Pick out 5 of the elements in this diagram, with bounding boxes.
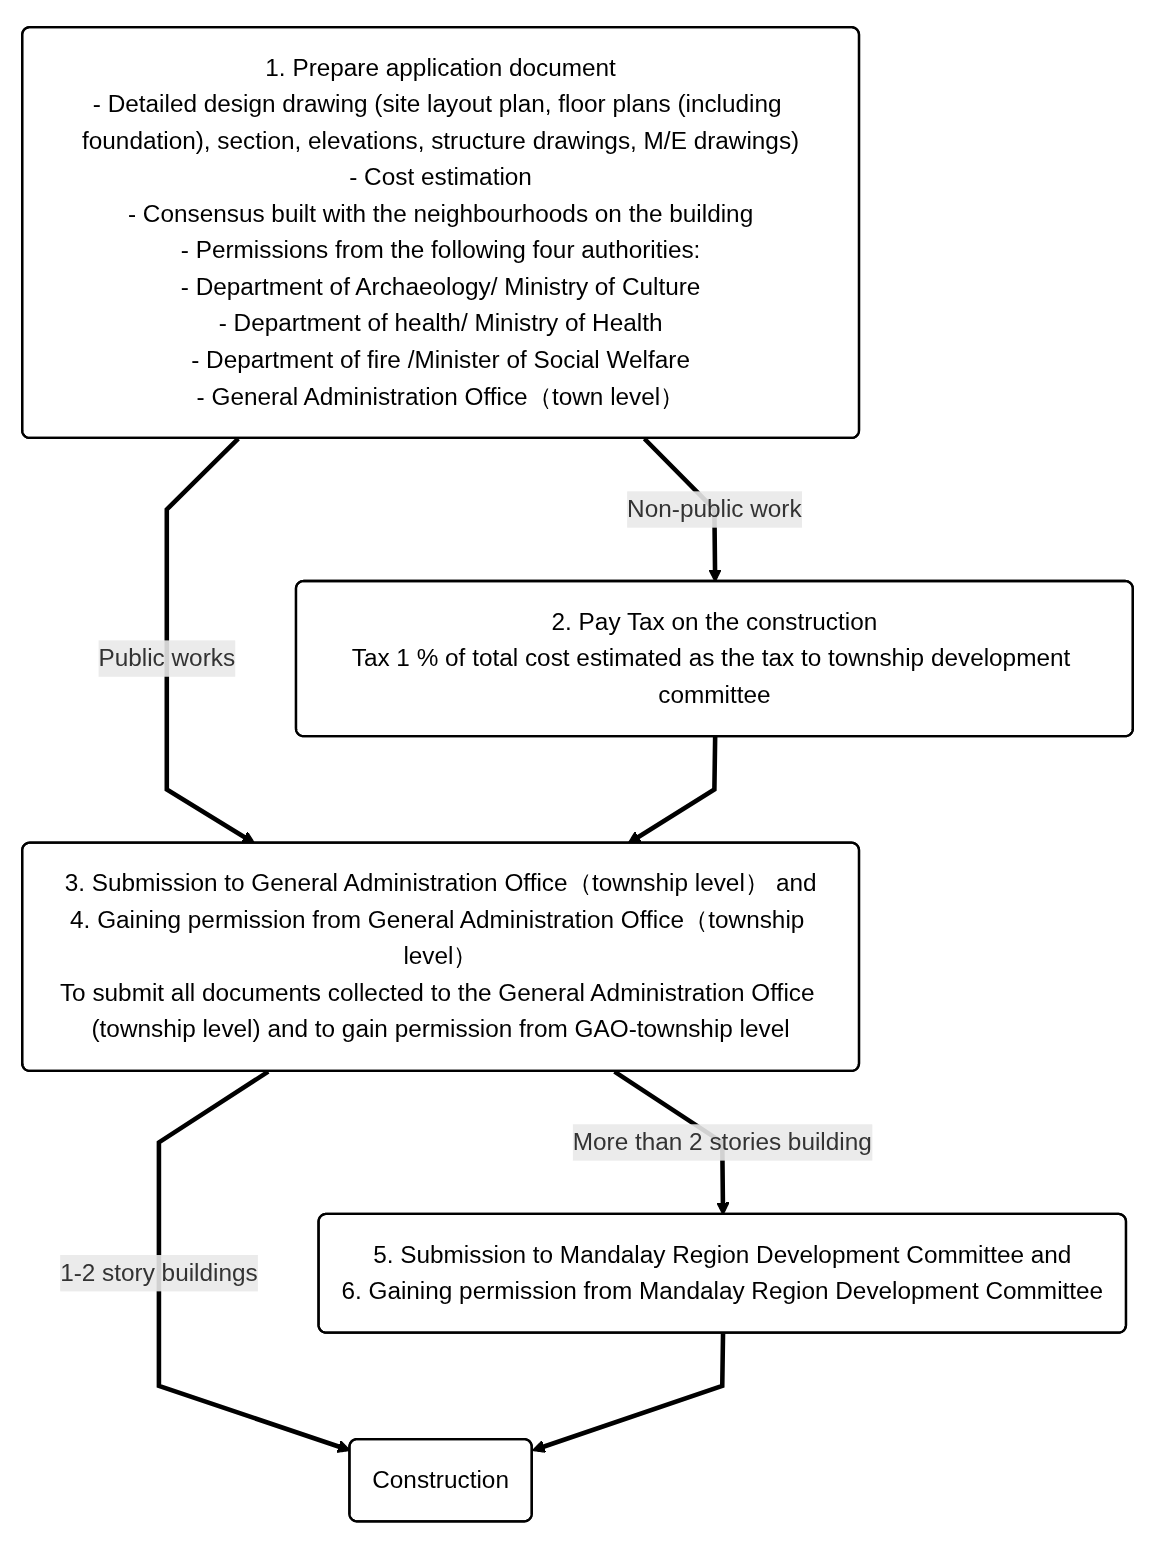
edge-label: More than 2 stories building	[572, 1129, 872, 1155]
edge-label: 1-2 story buildings	[60, 1259, 258, 1286]
edge-label: Non-public work	[627, 496, 802, 522]
edge-label: Public works	[98, 645, 236, 672]
arrow	[531, 1333, 726, 1454]
